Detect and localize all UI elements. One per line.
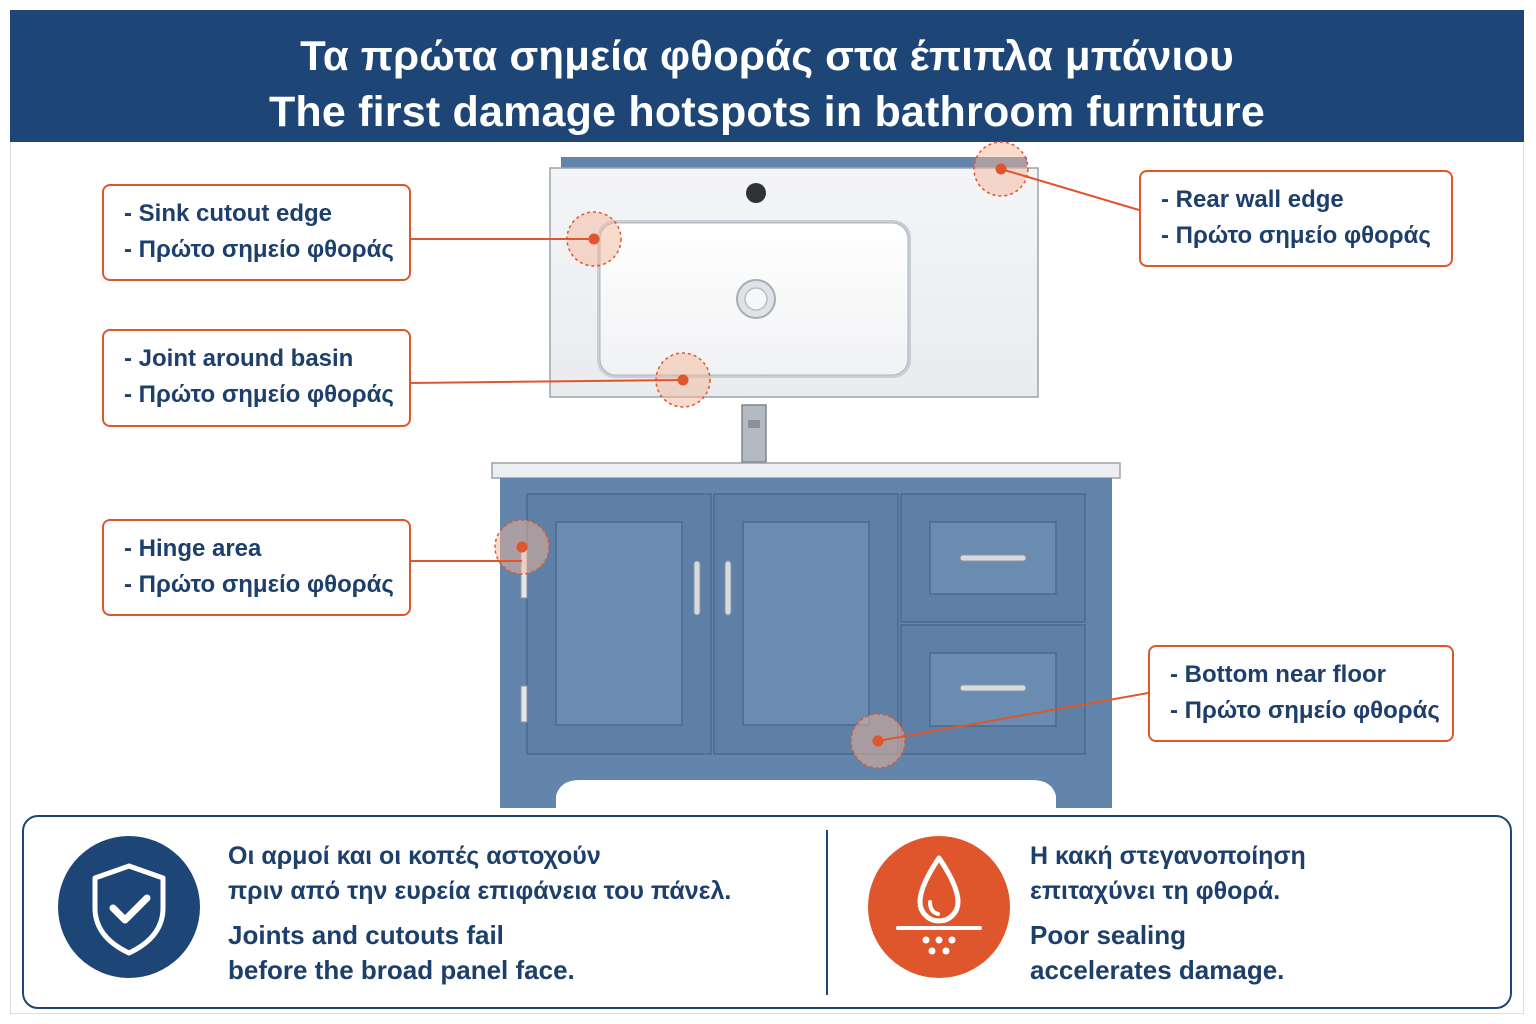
summary-left-english-2: before the broad panel face. xyxy=(228,955,575,985)
summary-right-english-1: Poor sealing xyxy=(1030,920,1187,950)
countertop-top-view xyxy=(549,157,1039,398)
page-title-english: The first damage hotspots in bathroom fu… xyxy=(268,88,1266,136)
callout-label-gr: - Πρώτο σημείο φθοράς xyxy=(1170,697,1440,724)
drain-inner xyxy=(744,287,768,311)
summary-left-english-1: Joints and cutouts fail xyxy=(228,920,504,950)
callout-joint-around-basin: - Joint around basin - Πρώτο σημείο φθορ… xyxy=(102,329,411,427)
page-title-greek: Τα πρώτα σημεία φθοράς στα έπιπλα μπάνιο… xyxy=(300,32,1234,79)
faucet xyxy=(741,404,767,463)
callout-label-en: - Rear wall edge xyxy=(1161,186,1344,213)
cabinet-countertop xyxy=(491,462,1121,479)
leader-joint-around-basin xyxy=(409,379,684,384)
right-door-panel xyxy=(742,521,870,726)
callout-sink-cutout-edge: - Sink cutout edge - Πρώτο σημείο φθοράς xyxy=(102,184,411,281)
summary-divider xyxy=(826,830,828,995)
bottom-drawer-handle xyxy=(959,684,1027,692)
faucet-hole xyxy=(746,183,766,203)
water-drop-icon xyxy=(868,836,1010,978)
callout-bottom-near-floor: - Bottom near floor - Πρώτο σημείο φθορά… xyxy=(1148,645,1454,742)
callout-label-gr: - Πρώτο σημείο φθοράς xyxy=(124,236,394,263)
callout-rear-wall-edge: - Rear wall edge - Πρώτο σημείο φθοράς xyxy=(1139,170,1453,267)
shield-check-icon xyxy=(58,836,200,978)
summary-left-greek-1: Οι αρμοί και οι κοπές αστοχούν xyxy=(228,842,601,870)
callout-label-en: - Sink cutout edge xyxy=(124,200,333,227)
callout-label-gr: - Πρώτο σημείο φθοράς xyxy=(1161,222,1431,249)
leader-rear-wall-edge xyxy=(1000,168,1140,211)
summary-left-greek-2: πριν από την ευρεία επιφάνεια του πάνελ. xyxy=(228,877,732,905)
leader-bottom-near-floor xyxy=(877,692,1149,742)
callout-label-en: - Joint around basin xyxy=(124,345,354,372)
summary-left-text: Οι αρμοί και οι κοπές αστοχούν πριν από … xyxy=(228,839,731,988)
callout-hinge-area: - Hinge area - Πρώτο σημείο φθοράς xyxy=(102,519,411,616)
callout-label-gr: - Πρώτο σημείο φθοράς xyxy=(124,381,394,408)
summary-right-greek-1: Η κακή στεγανοποίηση xyxy=(1030,842,1306,870)
leader-lines xyxy=(409,168,1149,742)
top-drawer-handle xyxy=(959,554,1027,562)
summary-right-english-2: accelerates damage. xyxy=(1030,955,1285,985)
lower-hinge xyxy=(520,685,528,723)
vanity-cabinet xyxy=(491,462,1121,808)
countertop-back-edge xyxy=(561,157,1027,169)
callout-label-en: - Bottom near floor xyxy=(1170,661,1386,688)
left-door-handle xyxy=(693,560,701,616)
summary-right-text: Η κακή στεγανοποίηση επιταχύνει τη φθορά… xyxy=(1030,839,1306,988)
toe-kick xyxy=(556,780,1056,808)
hotspot-hinge-area xyxy=(494,519,550,575)
left-door-panel xyxy=(555,521,683,726)
title-banner: Τα πρώτα σημεία φθοράς στα έπιπλα μπάνιο… xyxy=(10,10,1524,142)
callout-label-en: - Hinge area xyxy=(124,535,262,562)
summary-panel xyxy=(22,815,1512,1009)
right-door-handle xyxy=(724,560,732,616)
callout-label-gr: - Πρώτο σημείο φθοράς xyxy=(124,571,394,598)
summary-right-greek-2: επιταχύνει τη φθορά. xyxy=(1030,877,1281,905)
